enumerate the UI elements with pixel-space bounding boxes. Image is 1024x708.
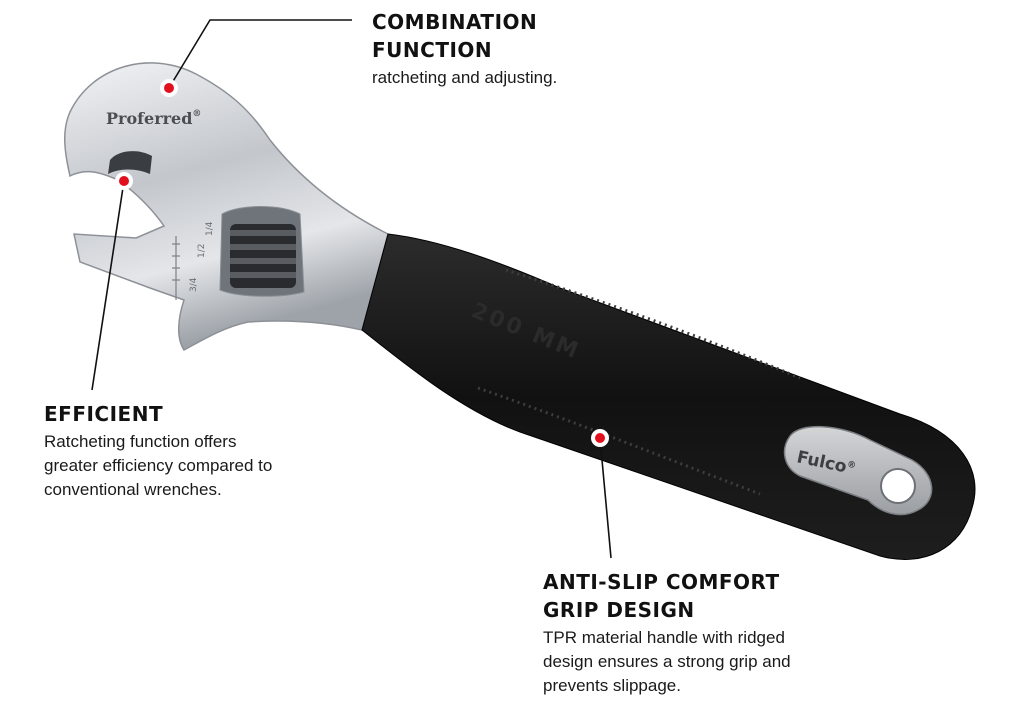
callout-description: TPR material handle with ridged design e…: [543, 628, 791, 695]
handle-brand-badge: Fulco®: [783, 426, 933, 516]
scale-mark-3: 1/4: [205, 221, 215, 236]
callout-anti-slip-grip: ANTI-SLIP COMFORT GRIP DESIGN TPR materi…: [543, 568, 873, 698]
leader-line-combination: [168, 19, 352, 89]
callout-title: ANTI-SLIP COMFORT GRIP DESIGN: [543, 570, 780, 622]
wrench-handle: 200 MM Fulco®: [361, 233, 976, 560]
callout-title: COMBINATION FUNCTION: [372, 10, 538, 62]
callout-markers: [115, 79, 609, 447]
callout-combination-function: COMBINATION FUNCTION ratcheting and adju…: [372, 8, 692, 90]
callout-title: EFFICIENT: [44, 402, 164, 426]
leader-line-efficient: [91, 180, 125, 391]
callout-description: Ratcheting function offers greater effic…: [44, 432, 273, 499]
leader-lines: [91, 19, 612, 559]
scale-mark-1: 3/4: [189, 277, 199, 292]
worm-gear: [230, 224, 296, 288]
head-brand-label: Proferred®: [106, 109, 201, 128]
wrench-head: 3/4 1/2 1/4 Proferred®: [63, 62, 389, 351]
callout-efficient: EFFICIENT Ratcheting function offers gre…: [44, 400, 344, 502]
callout-description: ratcheting and adjusting.: [372, 68, 558, 87]
leader-line-grip: [599, 437, 612, 559]
scale-mark-2: 1/2: [197, 244, 207, 258]
